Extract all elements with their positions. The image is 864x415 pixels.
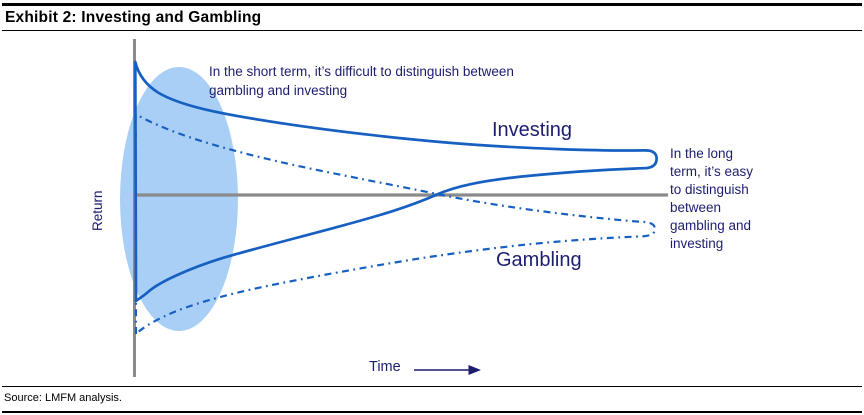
gambling-series-label: Gambling xyxy=(496,249,582,271)
header-bottom-rule xyxy=(2,30,862,32)
short-term-overlap-ellipse xyxy=(120,67,238,331)
time-arrow-head xyxy=(468,365,481,375)
long-term-annotation: In the long term, it’s easy to distingui… xyxy=(670,146,754,251)
x-axis-label: Time xyxy=(369,359,401,375)
footer-top-rule xyxy=(2,386,862,387)
footer-bottom-rule xyxy=(2,411,862,413)
investing-series-label: Investing xyxy=(492,119,573,141)
source-note: Source: LMFM analysis. xyxy=(4,392,122,404)
y-axis-label: Return xyxy=(90,190,105,231)
short-term-annotation: In the short term, it’s difficult to dis… xyxy=(209,64,514,98)
page-title: Exhibit 2: Investing and Gambling xyxy=(5,9,262,26)
investing-funnel-curve xyxy=(133,60,658,303)
header-top-rule xyxy=(2,3,862,6)
